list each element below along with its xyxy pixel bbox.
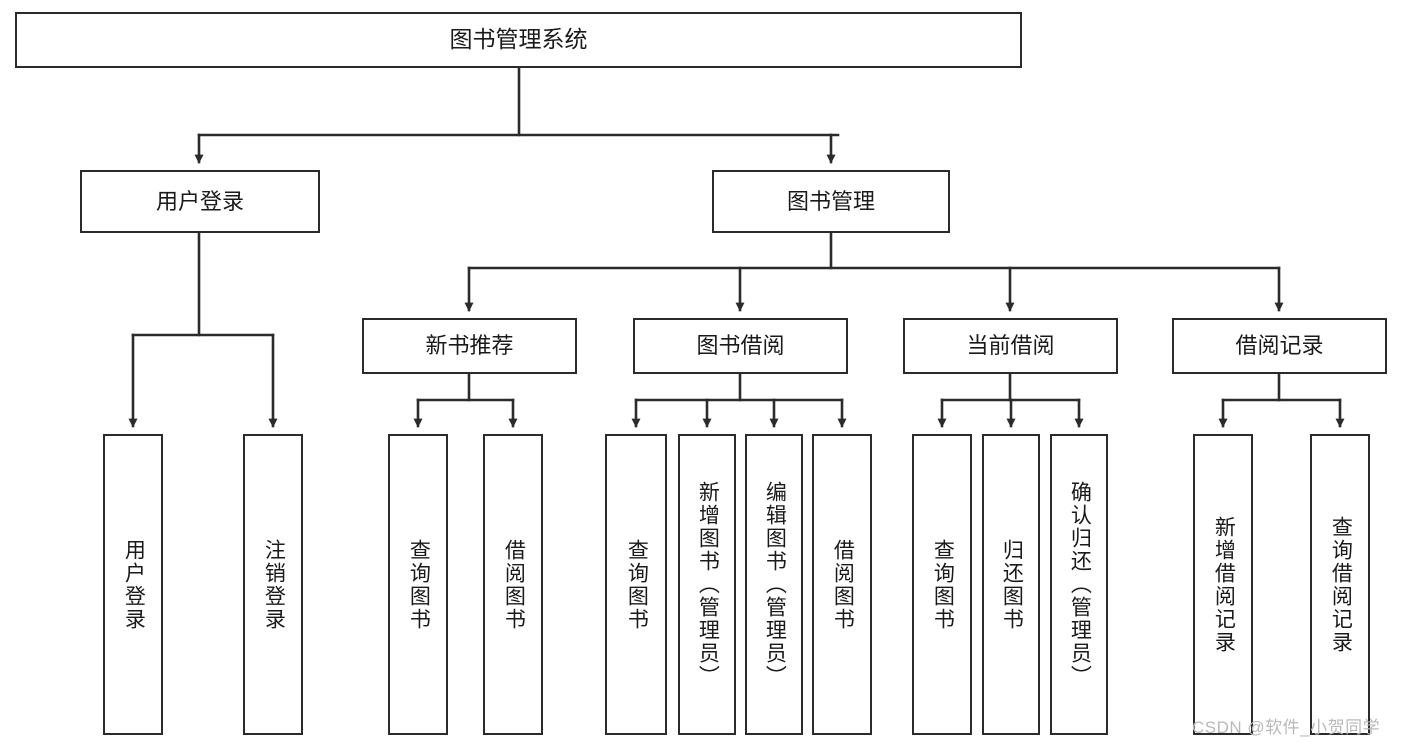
node-leaf-query-borrow-record[interactable]: 查询借阅记录 [1310, 434, 1370, 735]
node-leaf-query-book-1[interactable]: 查询图书 [388, 434, 448, 735]
node-leaf-confirm-return-admin[interactable]: 确认归还（管理员） [1050, 434, 1108, 735]
node-leaf-user-login[interactable]: 用户登录 [103, 434, 163, 735]
node-root[interactable]: 图书管理系统 [15, 12, 1022, 68]
node-leaf-add-book-admin[interactable]: 新增图书（管理员） [678, 434, 736, 735]
node-book-borrow[interactable]: 图书借阅 [633, 318, 848, 374]
node-borrow-record[interactable]: 借阅记录 [1172, 318, 1387, 374]
node-leaf-borrow-book-2[interactable]: 借阅图书 [812, 434, 872, 735]
node-new-book-recommend[interactable]: 新书推荐 [362, 318, 577, 374]
node-leaf-query-book-3[interactable]: 查询图书 [912, 434, 972, 735]
node-user-login[interactable]: 用户登录 [80, 170, 320, 233]
node-leaf-edit-book-admin[interactable]: 编辑图书（管理员） [745, 434, 803, 735]
node-leaf-logout-login[interactable]: 注销登录 [243, 434, 303, 735]
node-current-borrow[interactable]: 当前借阅 [903, 318, 1118, 374]
node-leaf-add-borrow-record[interactable]: 新增借阅记录 [1193, 434, 1253, 735]
node-leaf-return-book[interactable]: 归还图书 [982, 434, 1040, 735]
node-leaf-query-book-2[interactable]: 查询图书 [605, 434, 667, 735]
node-book-manage[interactable]: 图书管理 [712, 170, 950, 233]
node-leaf-borrow-book-1[interactable]: 借阅图书 [483, 434, 543, 735]
csdn-watermark: CSDN @软件_小贺同学 [1192, 718, 1381, 737]
